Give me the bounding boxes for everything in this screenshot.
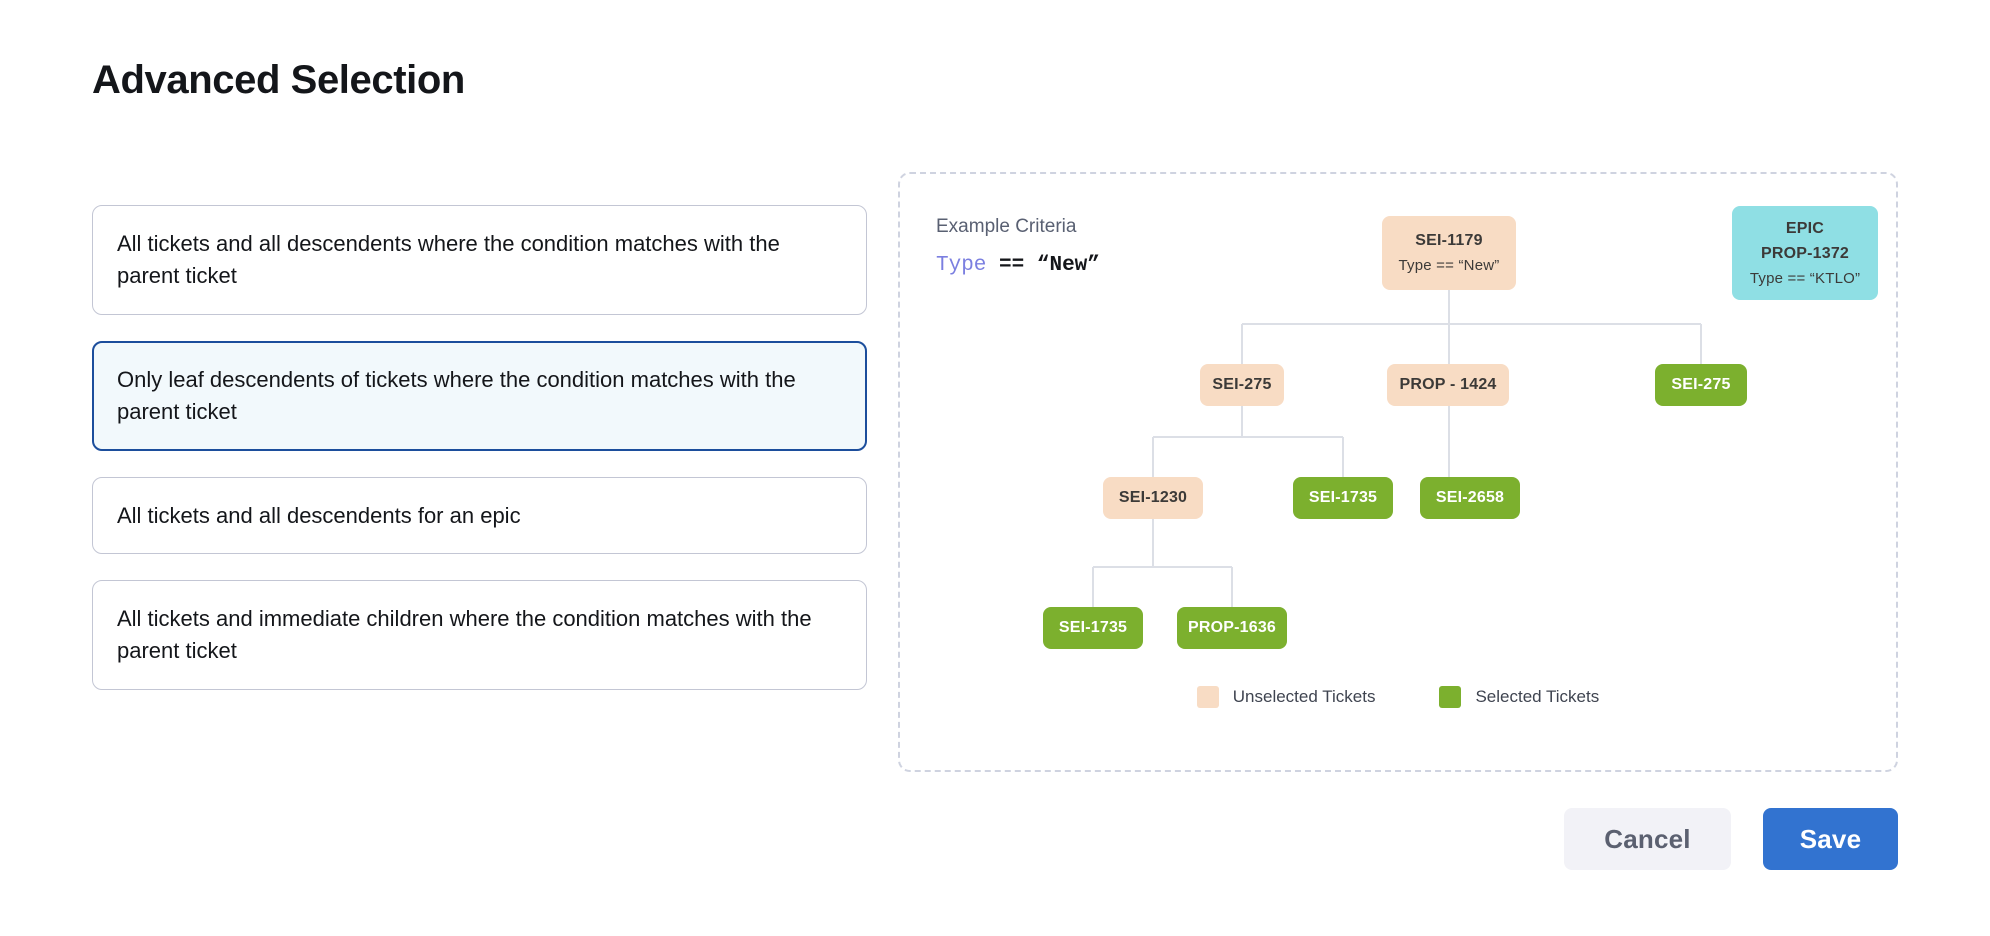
option-label: All tickets and all descendents where th… xyxy=(117,231,780,288)
diagram-legend: Unselected Tickets Selected Tickets xyxy=(900,686,1896,708)
dialog-footer: Cancel Save xyxy=(1564,808,1898,870)
node-id: PROP-1372 xyxy=(1760,244,1850,262)
node-id: SEI-1230 xyxy=(1118,489,1188,506)
node-id: PROP - 1424 xyxy=(1399,376,1497,393)
criteria-label: Example Criteria xyxy=(936,216,1077,237)
option-leaf-descendents[interactable]: Only leaf descendents of tickets where t… xyxy=(92,340,867,451)
legend-swatch-selected-icon xyxy=(1439,686,1462,708)
criteria-value: “New” xyxy=(1036,254,1100,277)
tree-node-sei-1735-row3[interactable]: SEI-1735 xyxy=(1293,477,1393,519)
option-label: All tickets and all descendents for an e… xyxy=(117,502,521,528)
option-label: Only leaf descendents of tickets where t… xyxy=(117,366,796,424)
legend-label: Unselected Tickets xyxy=(1232,687,1376,706)
criteria-operator: == xyxy=(999,254,1025,277)
tree-node-sei-1735-row4[interactable]: SEI-1735 xyxy=(1043,607,1143,649)
node-id: SEI-2658 xyxy=(1435,489,1505,506)
option-label: All tickets and immediate children where… xyxy=(117,606,812,664)
legend-item-selected: Selected Tickets xyxy=(1439,686,1599,708)
node-detail: Type == “New” xyxy=(1398,257,1500,274)
criteria-expression: Type == “New” xyxy=(936,254,1100,277)
page-title: Advanced Selection xyxy=(92,58,465,102)
node-id: SEI-275 xyxy=(1212,376,1272,393)
save-button[interactable]: Save xyxy=(1763,808,1898,870)
tree-node-sei-275-selected[interactable]: SEI-275 xyxy=(1655,364,1747,406)
legend-label: Selected Tickets xyxy=(1475,687,1600,706)
tree-node-root[interactable]: SEI-1179 Type == “New” xyxy=(1382,216,1516,290)
tree-node-sei-275-unselected[interactable]: SEI-275 xyxy=(1200,364,1284,406)
example-diagram-panel: Example Criteria Type == “New” xyxy=(898,172,1898,772)
selection-option-list: All tickets and all descendents where th… xyxy=(92,205,867,691)
tree-node-prop-1424[interactable]: PROP - 1424 xyxy=(1387,364,1509,406)
tree-node-sei-2658[interactable]: SEI-2658 xyxy=(1420,477,1520,519)
cancel-button[interactable]: Cancel xyxy=(1564,808,1731,870)
tree-node-prop-1636[interactable]: PROP-1636 xyxy=(1177,607,1287,649)
node-detail: Type == “KTLO” xyxy=(1749,269,1861,287)
tree-node-epic[interactable]: EPIC PROP-1372 Type == “KTLO” xyxy=(1732,206,1878,300)
legend-item-unselected: Unselected Tickets xyxy=(1196,686,1376,708)
node-id: SEI-1735 xyxy=(1058,619,1128,636)
option-epic-descendents[interactable]: All tickets and all descendents for an e… xyxy=(92,476,867,555)
node-id: SEI-1179 xyxy=(1415,232,1483,249)
node-kind: EPIC xyxy=(1785,219,1825,237)
node-id: SEI-275 xyxy=(1671,376,1731,393)
criteria-keyword: Type xyxy=(936,254,987,277)
legend-swatch-unselected-icon xyxy=(1196,686,1219,708)
node-id: SEI-1735 xyxy=(1308,489,1378,506)
option-all-descendents[interactable]: All tickets and all descendents where th… xyxy=(92,205,867,315)
option-immediate-children[interactable]: All tickets and immediate children where… xyxy=(92,580,867,691)
ticket-tree: SEI-1179 Type == “New” EPIC PROP-1372 Ty… xyxy=(900,174,1900,774)
tree-node-sei-1230[interactable]: SEI-1230 xyxy=(1103,477,1203,519)
node-id: PROP-1636 xyxy=(1187,619,1277,636)
